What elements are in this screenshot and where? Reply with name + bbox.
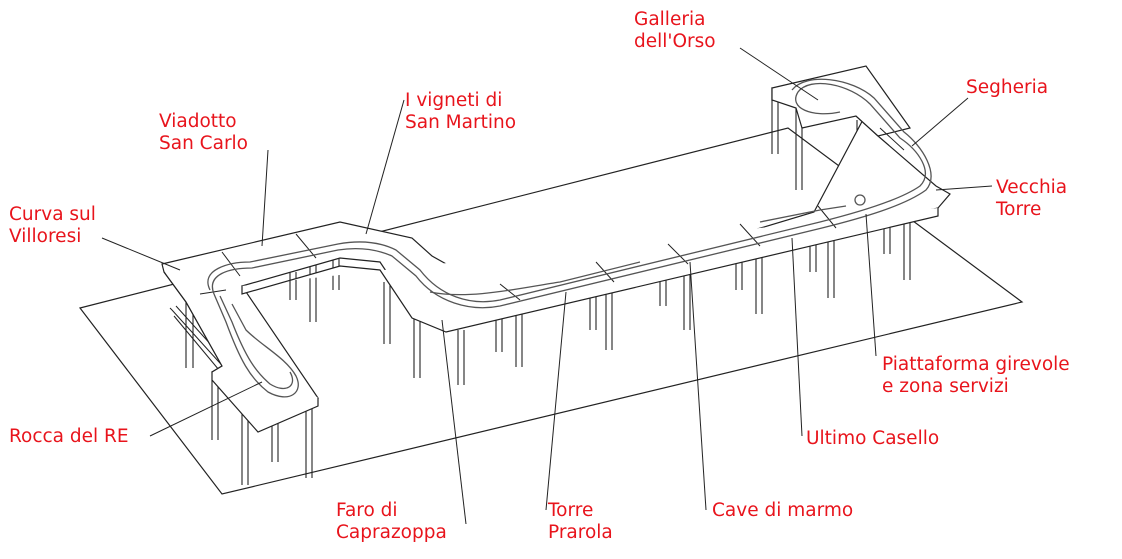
floor-plane bbox=[78, 127, 1024, 495]
label-segheria: Segheria bbox=[966, 77, 1048, 99]
label-ultimo-casello: Ultimo Casello bbox=[806, 428, 939, 450]
label-line: I vigneti di bbox=[405, 90, 503, 111]
label-viadotto-san-carlo: Viadotto San Carlo bbox=[159, 111, 248, 155]
label-line: e zona servizi bbox=[882, 376, 1009, 397]
table-top bbox=[161, 65, 951, 433]
label-line: Torre bbox=[996, 199, 1042, 220]
label-faro-di-caprazoppa: Faro di Caprazoppa bbox=[336, 500, 447, 544]
label-galleria-dell-orso: Galleria dell'Orso bbox=[634, 9, 716, 53]
leader-lines bbox=[101, 47, 993, 525]
track bbox=[207, 78, 932, 398]
label-vecchia-torre: Vecchia Torre bbox=[996, 177, 1067, 221]
label-line: Faro di bbox=[336, 500, 398, 521]
label-line: Viadotto bbox=[159, 111, 237, 132]
label-torre-prarola: Torre Prarola bbox=[548, 500, 613, 544]
label-line: Villoresi bbox=[9, 226, 82, 247]
label-line: Segheria bbox=[966, 77, 1049, 98]
label-rocca-del-re: Rocca del RE bbox=[9, 426, 129, 448]
label-line: Rocca del RE bbox=[9, 426, 129, 447]
label-cave-di-marmo: Cave di marmo bbox=[712, 500, 853, 522]
label-line: Caprazoppa bbox=[336, 522, 447, 543]
label-line: San Martino bbox=[405, 112, 517, 133]
label-line: Cave di marmo bbox=[712, 500, 854, 521]
label-line: Piattaforma girevole bbox=[882, 354, 1070, 375]
label-line: Curva sul bbox=[9, 204, 96, 225]
label-line: Galleria bbox=[634, 9, 706, 30]
label-curva-sul-villoresi: Curva sul Villoresi bbox=[9, 204, 96, 248]
label-line: San Carlo bbox=[159, 133, 249, 154]
label-line: Torre bbox=[548, 500, 594, 521]
table-legs bbox=[185, 100, 911, 485]
label-vigneti-san-martino: I vigneti di San Martino bbox=[405, 90, 516, 134]
label-line: Prarola bbox=[548, 522, 613, 543]
label-line: dell'Orso bbox=[634, 31, 716, 52]
label-line: Vecchia bbox=[996, 177, 1068, 198]
label-piattaforma-girevole: Piattaforma girevole e zona servizi bbox=[882, 354, 1070, 398]
label-line: Ultimo Casello bbox=[806, 428, 940, 449]
